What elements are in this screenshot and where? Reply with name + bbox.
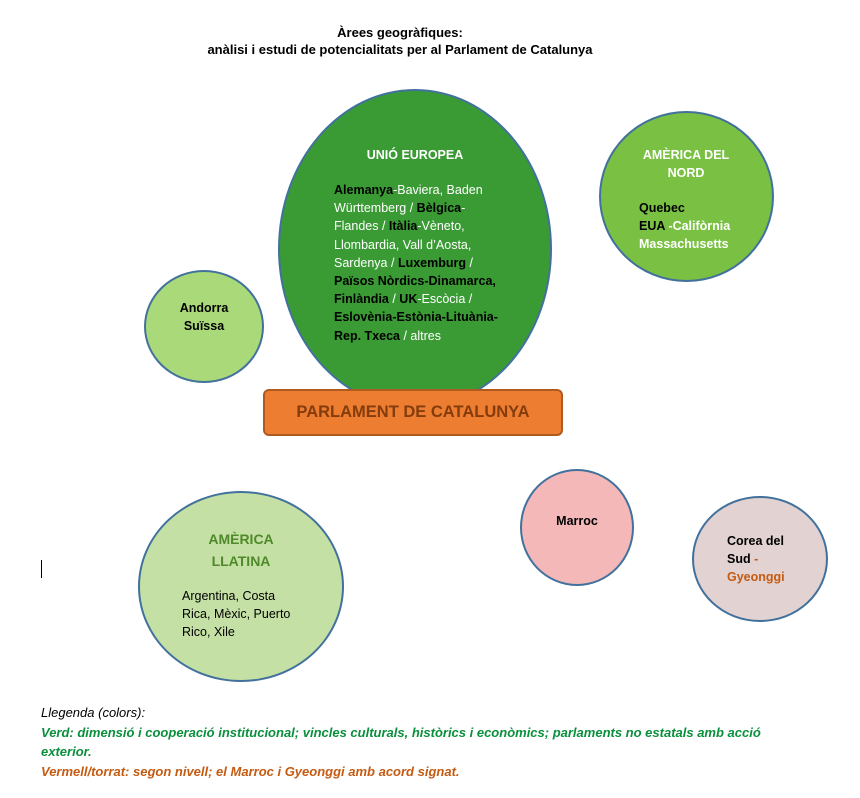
na-quebec: Quebec [639, 201, 685, 215]
diagram-title: Àrees geogràfiques: anàlisi i estudi de … [0, 24, 800, 58]
korea-dash: - [750, 552, 759, 567]
na-massachusetts: Massachusetts [639, 237, 729, 252]
eu-circle [278, 89, 552, 409]
korea-region: Gyeonggi [727, 570, 785, 585]
north-america-title: AMÈRICA DEL NORD [627, 146, 745, 182]
eu-others: / altres [400, 328, 442, 343]
korea-label: Corea del Sud - Gyeonggi [727, 532, 823, 587]
north-america-circle [599, 111, 774, 282]
korea-label-l2: Sud [727, 552, 751, 567]
eu-title: UNIÓ EUROPEA [366, 148, 464, 162]
eu-country-6: UK [399, 292, 418, 307]
andorra-label-l2: Suïssa [183, 319, 225, 334]
eu-country-1: Alemanya [334, 183, 394, 197]
andorra-circle [144, 270, 264, 383]
title-line-1: Àrees geogràfiques: [337, 25, 463, 40]
parliament-box: PARLAMENT DE CATALUNYA [263, 389, 563, 436]
north-america-title-l1: AMÈRICA DEL [642, 148, 730, 162]
eu-country-2: Bèlgica [416, 201, 462, 216]
legend-red: Vermell/torrat: segon nivell; el Marroc … [41, 763, 460, 779]
north-america-title-l2: NORD [667, 166, 705, 181]
eu-countries: Alemanya-Baviera, Baden Württemberg / Bè… [334, 181, 506, 345]
legend: Llegenda (colors): Verd: dimensió i coop… [41, 703, 801, 781]
latin-america-title-l1: AMÈRICA [208, 531, 274, 547]
eu-country-3: Itàlia [388, 219, 418, 234]
eu-region-1: -Baviera, Baden Württemberg / [334, 183, 483, 216]
parliament-label: PARLAMENT DE CATALUNYA [296, 403, 530, 421]
latin-america-countries: Argentina, Costa Rica, Mèxic, Puerto Ric… [182, 589, 291, 640]
eu-region-3: -Vèneto, Llombardia, Vall d’Aosta, Sarde… [334, 219, 472, 270]
andorra-label: Andorra Suïssa [144, 299, 264, 335]
eu-country-7: Eslovènia-Estònia-Lituània-Rep. Txeca [334, 310, 498, 343]
korea-circle [692, 496, 828, 622]
eu-region-6: -Escòcia / [417, 292, 473, 307]
andorra-label-l1: Andorra [179, 301, 229, 315]
eu-country-5: Països Nòrdics-Dinamarca, Finlàndia [334, 274, 496, 307]
na-california: Califòrnia [672, 219, 731, 234]
latin-america-title: AMÈRICA LLATINA [138, 528, 344, 572]
na-dash: - [664, 219, 673, 234]
marroc-circle [520, 469, 634, 586]
eu-sep-2: / [388, 292, 400, 307]
latin-america-title-l2: LLATINA [211, 553, 271, 569]
legend-green: Verd: dimensió i cooperació instituciona… [41, 724, 761, 760]
eu-country-4: Luxemburg [397, 255, 466, 270]
north-america-items: Quebec EUA -Califòrnia Massachusetts [639, 199, 759, 254]
text-cursor [41, 560, 42, 578]
na-eua: EUA [639, 219, 665, 234]
eu-sep-1: / [466, 255, 473, 270]
korea-label-l1: Corea del [727, 534, 784, 548]
legend-heading: Llegenda (colors): [41, 705, 146, 720]
eu-region-2: -Flandes / [334, 201, 466, 234]
latin-america-circle [138, 491, 344, 682]
title-line-2: anàlisi i estudi de potencialitats per a… [207, 42, 593, 57]
marroc-label: Marroc [556, 514, 598, 528]
